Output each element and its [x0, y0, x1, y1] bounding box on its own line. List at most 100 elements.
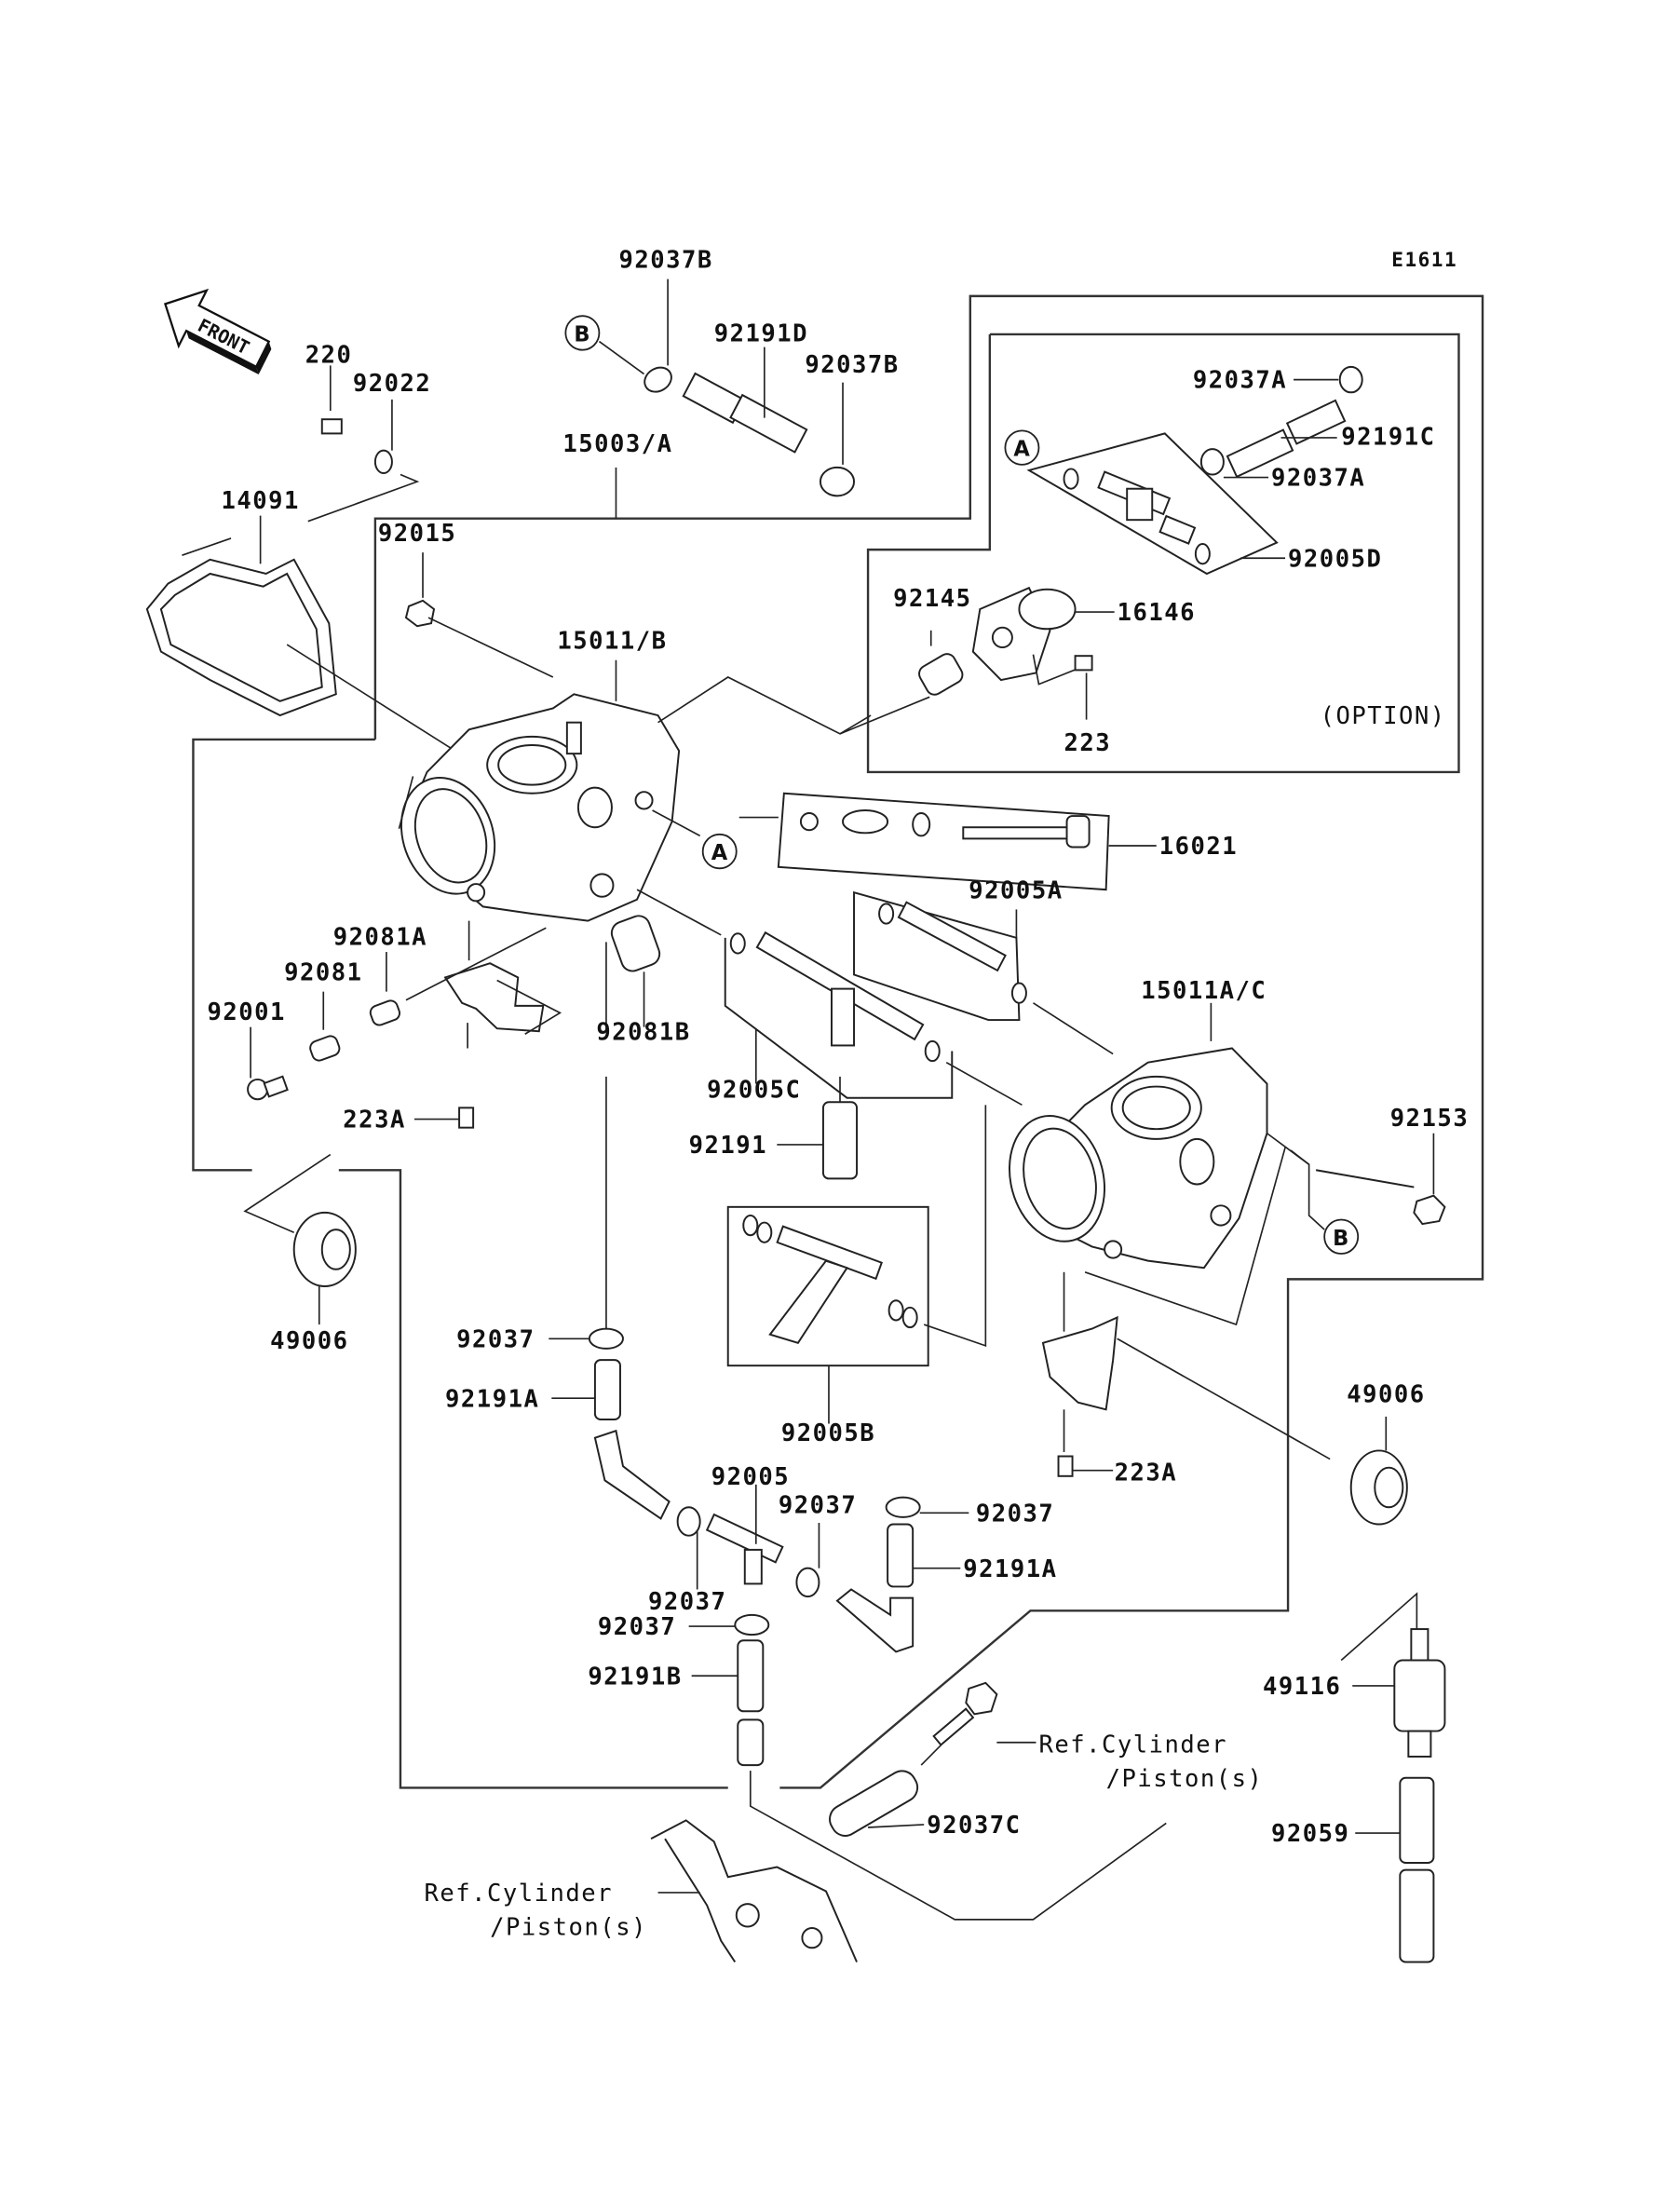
part-92191D-hose	[682, 346, 808, 454]
label-92005B: 92005B	[781, 1419, 875, 1447]
label-220: 220	[305, 341, 353, 369]
label-92037-d: 92037	[976, 1500, 1054, 1528]
label-49116: 49116	[1263, 1673, 1341, 1701]
label-92037-a: 92037	[456, 1325, 535, 1353]
svg-text:B: B	[1333, 1227, 1348, 1251]
label-92015: 92015	[378, 520, 456, 548]
part-49116-filter	[1340, 1592, 1446, 1758]
label-15003A: 15003/A	[562, 430, 672, 458]
part-223-screw	[1074, 655, 1093, 720]
part-92005D-fitting	[1026, 432, 1286, 576]
part-92037C-bracket	[829, 1770, 925, 1837]
part-220-bolt	[320, 365, 343, 435]
label-49006-right: 49006	[1347, 1381, 1425, 1409]
label-92005C: 92005C	[707, 1077, 801, 1105]
ref-piston-label-2: /Piston(s)	[490, 1913, 647, 1941]
part-92037-clamp-a	[549, 1327, 624, 1350]
label-92191C: 92191C	[1341, 423, 1435, 451]
label-15011AC: 15011A/C	[1141, 977, 1267, 1005]
callout-a-main: A	[701, 833, 738, 870]
ref-bolt	[920, 1681, 1036, 1766]
ref-engine-case	[650, 1819, 858, 1963]
callout-b-top: B	[574, 322, 589, 346]
label-92037-b: 92037	[648, 1588, 726, 1616]
label-92191A-left: 92191A	[445, 1385, 539, 1413]
callout-a-option: A	[1004, 429, 1040, 466]
part-92191-hose	[777, 1076, 859, 1180]
label-92037C: 92037C	[927, 1812, 1021, 1840]
part-92005C-fitting	[636, 889, 1023, 1107]
label-92005: 92005	[711, 1463, 790, 1491]
part-92022-washer	[307, 399, 420, 523]
part-223A-screw-left	[413, 1107, 475, 1129]
label-92081A: 92081A	[333, 923, 427, 951]
part-92037A-clamp-top	[1294, 365, 1363, 394]
part-bracket-left	[443, 962, 562, 1049]
part-92145-spring	[839, 630, 964, 735]
label-14091: 14091	[222, 487, 300, 515]
label-92037-e: 92037	[598, 1613, 676, 1641]
part-92037A-clamp-mid	[1199, 448, 1269, 479]
ref-piston-label-1: /Piston(s)	[1106, 1765, 1264, 1793]
label-92191: 92191	[689, 1132, 767, 1160]
assembly-frame	[192, 294, 1484, 1789]
label-92005D: 92005D	[1288, 545, 1382, 573]
option-label: (OPTION)	[1321, 702, 1446, 730]
part-92081-spring	[309, 991, 341, 1062]
part-92059-hose	[1355, 1776, 1435, 1963]
part-15011AC-carburetor	[1009, 1002, 1286, 1332]
part-49006-damper-left	[243, 1153, 357, 1325]
ref-cylinder-label-2: Ref.Cylinder	[425, 1880, 614, 1908]
part-223A-screw-right	[1057, 1455, 1114, 1477]
label-92191B: 92191B	[588, 1663, 682, 1691]
part-92191A-hose-right	[835, 1523, 961, 1653]
label-15011B: 15011/B	[557, 627, 667, 655]
part-92005B-fitting	[726, 1105, 987, 1424]
label-92059: 92059	[1271, 1820, 1349, 1848]
label-16021: 16021	[1159, 833, 1238, 861]
svg-text:A: A	[711, 841, 728, 865]
label-92005A: 92005A	[969, 876, 1063, 904]
part-92191C-hose	[1226, 399, 1347, 479]
label-92037B-right: 92037B	[805, 351, 899, 379]
label-92081B: 92081B	[596, 1018, 690, 1046]
option-frame: (OPTION)	[866, 333, 1460, 774]
part-49006-damper-right	[1349, 1416, 1408, 1526]
label-49006-left: 49006	[270, 1327, 348, 1355]
label-16146: 16146	[1118, 599, 1196, 627]
part-92015-nut	[404, 552, 554, 678]
part-92005A-fitting	[853, 890, 1114, 1055]
callout-b-right: B	[1290, 1149, 1360, 1255]
label-92037B-top: 92037B	[618, 246, 712, 274]
part-92037-clamp-e	[688, 1613, 770, 1636]
part-92191B-hose	[691, 1639, 1167, 1921]
front-arrow-icon: FRONT	[163, 288, 272, 374]
part-16146-choke-cover	[971, 586, 1115, 686]
part-14091-cover	[145, 515, 456, 752]
part-92037B-clamp-right	[819, 382, 856, 497]
part-16021-screw-set	[738, 792, 1157, 891]
part-92037-clamp-b	[676, 1506, 701, 1590]
part-92001-screw	[247, 1026, 289, 1101]
part-92005-tee	[705, 1484, 784, 1585]
label-223A-left: 223A	[343, 1107, 406, 1134]
label-92022: 92022	[353, 370, 431, 398]
part-bracket-right	[1041, 1315, 1331, 1460]
ref-cylinder-label-1: Ref.Cylinder	[1038, 1731, 1227, 1759]
label-92191A-right: 92191A	[963, 1555, 1057, 1583]
svg-text:A: A	[1013, 438, 1030, 462]
part-labels: 92037B 220 92022 92191D 92037B 15003/A 1…	[207, 246, 1469, 1941]
label-223: 223	[1064, 729, 1112, 757]
label-92001: 92001	[207, 998, 285, 1026]
part-92037-clamp-d	[885, 1496, 969, 1518]
label-223A-right: 223A	[1115, 1459, 1178, 1487]
label-92037-c: 92037	[779, 1491, 857, 1519]
label-92037A-top: 92037A	[1193, 367, 1287, 395]
label-92081: 92081	[284, 958, 362, 986]
part-92081A-spring	[369, 927, 547, 1026]
part-92191A-hose-left	[551, 1359, 671, 1520]
part-92037B-clamp: B	[564, 278, 672, 393]
part-92081B-spring	[605, 915, 661, 1332]
label-92153: 92153	[1390, 1105, 1469, 1133]
